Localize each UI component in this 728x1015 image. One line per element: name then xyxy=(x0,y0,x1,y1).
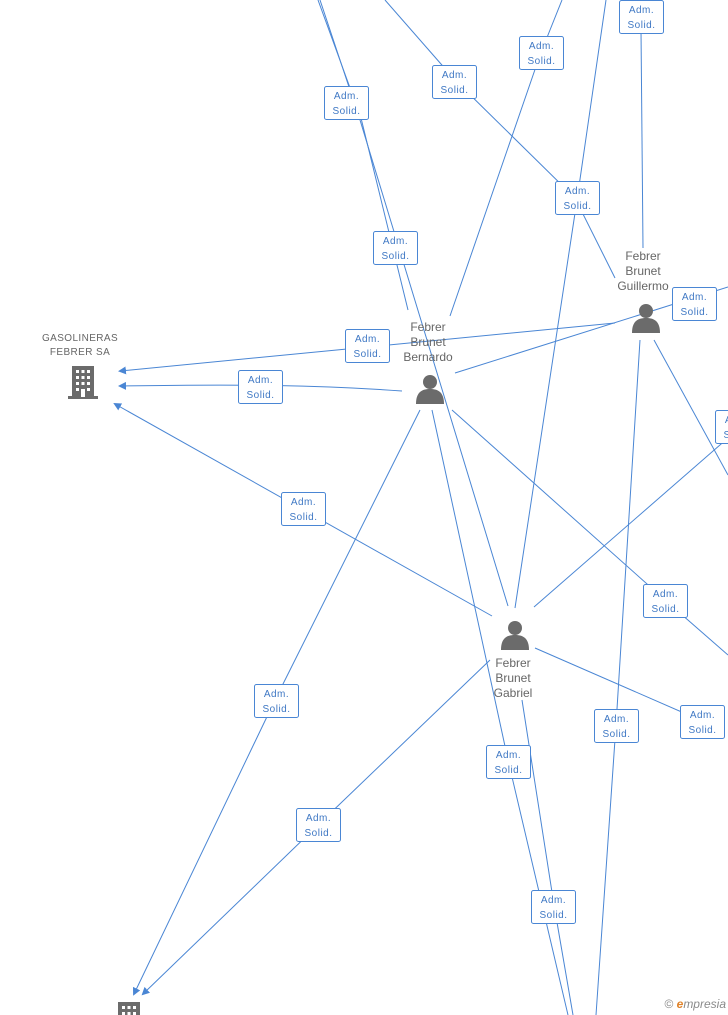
edge[interactable] xyxy=(640,29,644,249)
edge-label-text: Solid. xyxy=(627,20,655,31)
edge-label-text: Adm. xyxy=(291,497,316,508)
person-icon xyxy=(501,621,529,650)
edge-label-text: Adm. xyxy=(355,334,380,345)
edge-label-adm-solid[interactable]: Adm. Solid. xyxy=(619,0,664,34)
edge-label-adm-solid[interactable]: Adm. Solid. xyxy=(373,231,418,265)
brand-logo-e: e xyxy=(676,997,684,1011)
edge-label-text: Adm. xyxy=(334,91,359,102)
edge-label-text: Adm. xyxy=(565,186,590,197)
edge-label-text: Adm. xyxy=(383,236,408,247)
edge-label-text: Solid. xyxy=(353,349,381,360)
edge[interactable] xyxy=(653,339,728,476)
edge-label-adm-solid[interactable]: Adm. Solid. xyxy=(680,705,725,739)
edge-label-adm-solid[interactable]: Adm. Solid. xyxy=(531,890,576,924)
edges xyxy=(113,0,728,1015)
edge-label-text: Solid. xyxy=(262,704,290,715)
brand-logo-text: mpresia xyxy=(683,997,726,1011)
edge[interactable] xyxy=(451,409,728,656)
node-label-line: Brunet xyxy=(495,671,531,685)
edge-label-adm-solid[interactable]: Adm. Solid. xyxy=(672,287,717,321)
edge-label-adm-solid[interactable]: Adm. Solid. xyxy=(432,65,477,99)
edge-label-text: Adm. xyxy=(248,375,273,386)
edge-label-text: Solid. xyxy=(304,828,332,839)
edge-label-adm-solid[interactable]: Adm. Solid. xyxy=(238,370,283,404)
edge[interactable] xyxy=(384,0,616,279)
edge-label-text: Solid. xyxy=(494,765,522,776)
node-label-line: Febrer xyxy=(495,656,530,670)
edge-label-text: Solid. xyxy=(246,390,274,401)
node-febrer-brunet-gabriel[interactable]: Febrer Brunet Gabriel xyxy=(494,621,533,700)
node-bottom-company[interactable] xyxy=(118,1002,140,1015)
node-label-line: Febrer xyxy=(410,320,445,334)
edge-label-adm-solid[interactable]: Adm. Solid. xyxy=(555,181,600,215)
node-label-line: Brunet xyxy=(625,264,661,278)
edge-label-text: Adm. xyxy=(629,5,654,16)
node-label-line: Gabriel xyxy=(494,686,533,700)
edge-label-text: Adm. xyxy=(442,70,467,81)
edge[interactable] xyxy=(534,647,701,721)
node-febrer-brunet-guillermo[interactable]: Febrer Brunet Guillermo xyxy=(617,249,669,333)
edge-label-adm-solid[interactable]: Adm. Solid. xyxy=(296,808,341,842)
edge-label-text: Solid. xyxy=(723,430,728,441)
edge-label-text: Solid. xyxy=(680,307,708,318)
node-label-line: GASOLINERAS xyxy=(42,333,118,344)
edge-label-text: Adm. xyxy=(682,292,707,303)
edge-label-text: Solid. xyxy=(539,910,567,921)
edge-label-text: Adm. xyxy=(725,415,728,426)
edge-label-text: Solid. xyxy=(440,85,468,96)
edge-label-text: Solid. xyxy=(332,106,360,117)
edge-labels: Adm. Solid. Adm. Solid. Adm. Solid. Adm. Solid.… xyxy=(238,0,728,924)
edge-label-text: Adm. xyxy=(496,750,521,761)
building-icon xyxy=(118,1002,140,1015)
edge-label-text: Solid. xyxy=(381,251,409,262)
edge-label-text: Solid. xyxy=(602,729,630,740)
edge-label-adm-solid[interactable]: Adm. Solid. xyxy=(715,410,728,444)
edge-label-text: Solid. xyxy=(651,604,679,615)
edge-label-adm-solid[interactable]: Adm. Solid. xyxy=(345,329,390,363)
node-gasolineras-febrer-sa[interactable]: GASOLINERAS FEBRER SA xyxy=(42,333,118,399)
node-label-line: FEBRER SA xyxy=(50,347,110,358)
edge-label-adm-solid[interactable]: Adm. Solid. xyxy=(594,709,639,743)
brand-watermark: © empresia xyxy=(664,997,726,1011)
edge-label-text: Solid. xyxy=(527,56,555,67)
node-label-line: Guillermo xyxy=(617,279,669,293)
node-label-line: Febrer xyxy=(625,249,660,263)
edge[interactable] xyxy=(533,437,728,608)
edge-label-adm-solid[interactable]: Adm. Solid. xyxy=(254,684,299,718)
person-icon xyxy=(632,304,660,333)
edge-label-text: Adm. xyxy=(541,895,566,906)
edge-label-text: Solid. xyxy=(563,201,591,212)
edge-label-text: Solid. xyxy=(688,725,716,736)
edge-label-text: Solid. xyxy=(289,512,317,523)
edge-label-text: Adm. xyxy=(690,710,715,721)
nodes: GASOLINERAS FEBRER SA Febrer Brunet Bern… xyxy=(42,249,669,1015)
copyright-symbol: © xyxy=(664,997,674,1011)
edge[interactable] xyxy=(514,0,607,609)
edge[interactable] xyxy=(431,409,569,1015)
edge-label-adm-solid[interactable]: Adm. Solid. xyxy=(643,584,688,618)
building-icon xyxy=(68,366,98,399)
person-icon xyxy=(416,375,444,404)
edge-label-text: Adm. xyxy=(264,689,289,700)
edge-label-adm-solid[interactable]: Adm. Solid. xyxy=(324,86,369,120)
node-label-line: Bernardo xyxy=(403,350,453,364)
edge-label-adm-solid[interactable]: Adm. Solid. xyxy=(519,36,564,70)
node-febrer-brunet-bernardo[interactable]: Febrer Brunet Bernardo xyxy=(403,320,453,404)
edge-label-text: Adm. xyxy=(653,589,678,600)
node-label-line: Brunet xyxy=(410,335,446,349)
edge-label-adm-solid[interactable]: Adm. Solid. xyxy=(486,745,531,779)
edge-label-adm-solid[interactable]: Adm. Solid. xyxy=(281,492,326,526)
edge-label-text: Adm. xyxy=(306,813,331,824)
edge-label-text: Adm. xyxy=(604,714,629,725)
edge-label-text: Adm. xyxy=(529,41,554,52)
